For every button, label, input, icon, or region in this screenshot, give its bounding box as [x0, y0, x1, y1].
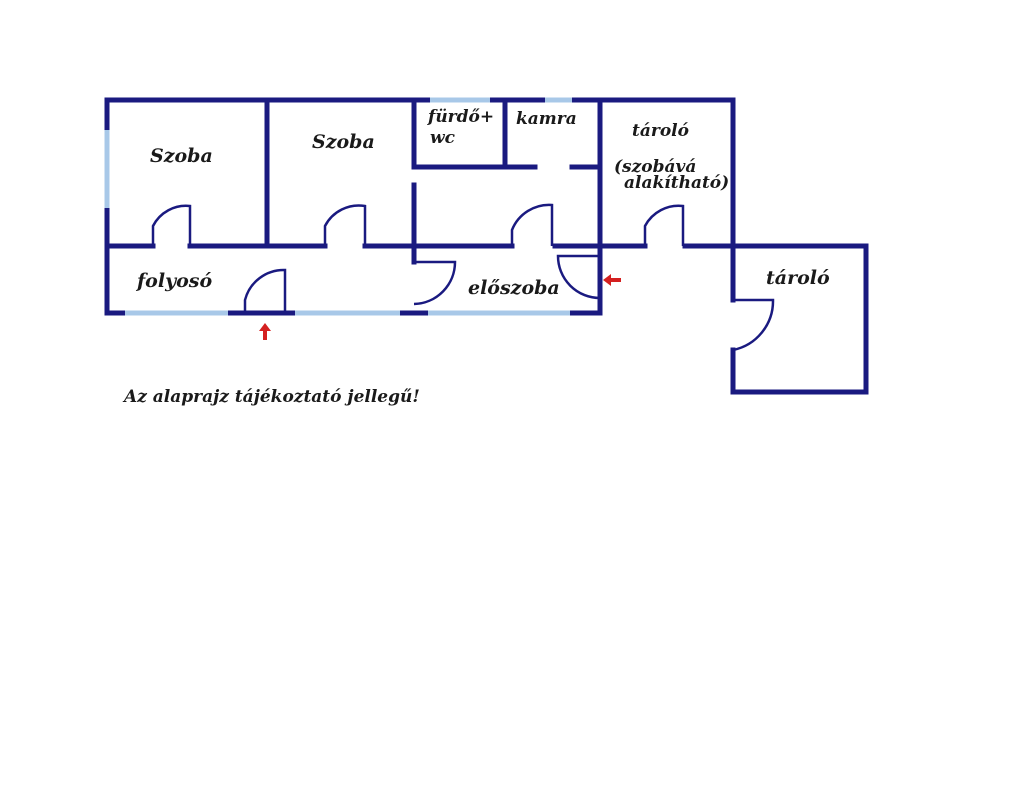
- door-eloszoba-entrance: [556, 254, 601, 300]
- disclaimer-note: Az alaprajz tájékoztató jellegű!: [122, 387, 420, 407]
- windows: [104, 97, 572, 316]
- door-tarolo2: [732, 298, 775, 352]
- arrow-up-icon: [259, 323, 271, 340]
- room-labels: Szoba Szoba fürdő+ wc kamra tároló (szob…: [135, 107, 830, 299]
- arrow-left-icon: [603, 274, 621, 286]
- door-kamra: [510, 203, 554, 246]
- walls: [104, 97, 869, 395]
- room-label-szoba2: Szoba: [312, 131, 375, 153]
- room-label-folyoso: folyosó: [135, 270, 212, 292]
- room-label-tarolo2: tároló: [766, 267, 830, 289]
- entrance-arrows: [259, 274, 621, 340]
- doors: [151, 203, 775, 352]
- door-tarolo1: [643, 204, 685, 246]
- door-eloszoba-left: [413, 260, 457, 306]
- room-label-tarolo1-note2: alakítható): [624, 173, 729, 193]
- door-szoba1: [151, 204, 192, 246]
- room-label-wc: wc: [430, 128, 456, 148]
- door-szoba2: [323, 204, 367, 246]
- room-label-eloszoba: előszoba: [468, 277, 560, 299]
- room-label-kamra: kamra: [516, 109, 577, 129]
- room-label-tarolo1: tároló: [632, 121, 689, 141]
- room-label-furdo: fürdő+: [427, 107, 494, 127]
- room-label-szoba1: Szoba: [150, 145, 213, 167]
- room-label-tarolo1-note1: (szobává: [614, 157, 696, 177]
- door-folyoso: [243, 268, 287, 313]
